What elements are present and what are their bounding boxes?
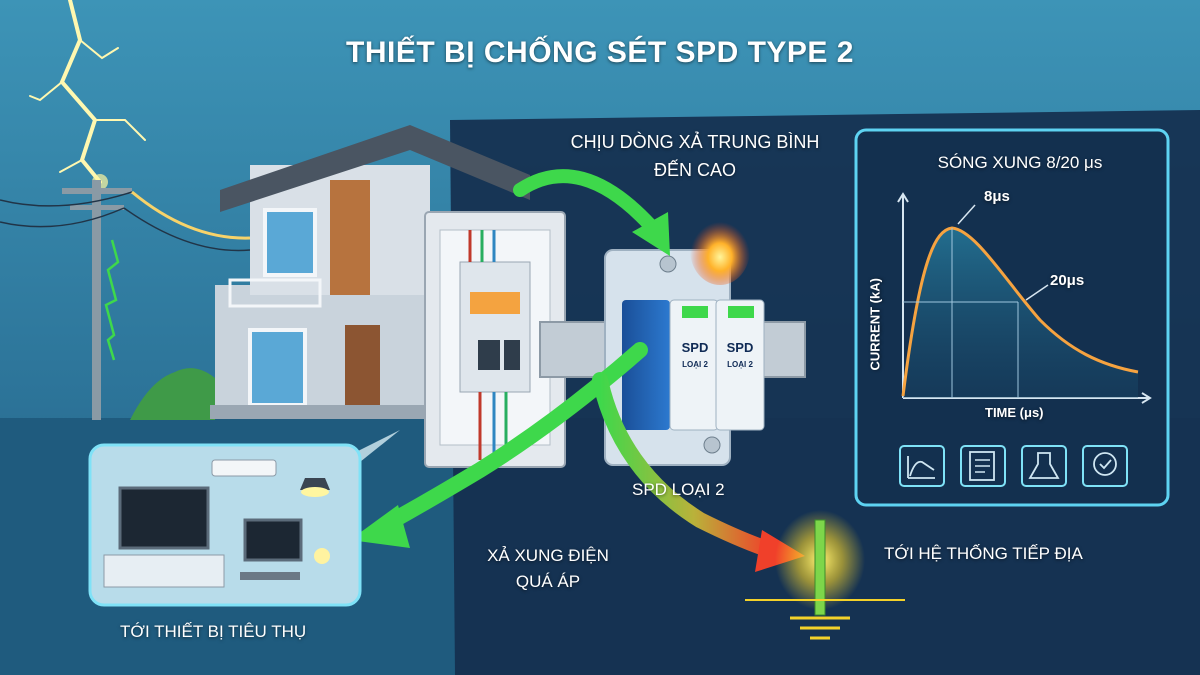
incoming-surge-arrow	[513, 169, 670, 256]
y-axis-label: CURRENT (kA)	[867, 278, 883, 371]
spd-module-label: SPD	[681, 340, 709, 355]
spd-module-label: SPD	[726, 340, 754, 355]
spd-module-sublabel: LOẠI 2	[727, 360, 753, 369]
waveform-panel	[854, 128, 1170, 507]
fire-icon	[690, 215, 750, 285]
lightning-bolt-icon	[29, 0, 146, 190]
quality-badge-icon	[1082, 445, 1128, 487]
ground-label: TỚI HỆ THỐNG TIẾP ĐỊA	[884, 544, 1083, 563]
waveform-title: SÓNG XUNG 8/20 μs	[937, 153, 1103, 172]
high-current-label: CHỊU DÒNG XẢ TRUNG BÌNH ĐẾN CAO	[570, 132, 820, 180]
spd-type-label: SPD LOẠI 2	[632, 480, 725, 499]
waveform-area	[903, 228, 1138, 398]
loads-label: TỚI THIẾT BỊ TIÊU THỤ	[120, 622, 307, 641]
house	[210, 125, 530, 419]
grass	[130, 368, 215, 420]
lab-flask-icon	[1021, 445, 1067, 487]
ground-rod	[745, 510, 905, 640]
discharge-label: XẢ XUNG ĐIỆN QUÁ ÁP	[487, 546, 609, 591]
x-axis-label: TIME (μs)	[985, 405, 1044, 420]
distribution-panel	[424, 211, 566, 468]
half-value-time-label: 20μs	[1050, 272, 1085, 289]
loads-panel	[88, 430, 400, 607]
spd-device	[604, 249, 765, 466]
page-title: THIẾT BỊ CHỐNG SÉT SPD TYPE 2	[346, 36, 854, 69]
waveform-curve	[901, 226, 1139, 397]
spd-module-sublabel: LOẠI 2	[682, 360, 708, 369]
utility-pole	[0, 180, 251, 420]
peak-time-label: 8μs	[984, 188, 1010, 205]
waveform-graph-icon	[899, 445, 945, 487]
certificate-document-icon	[960, 445, 1006, 487]
